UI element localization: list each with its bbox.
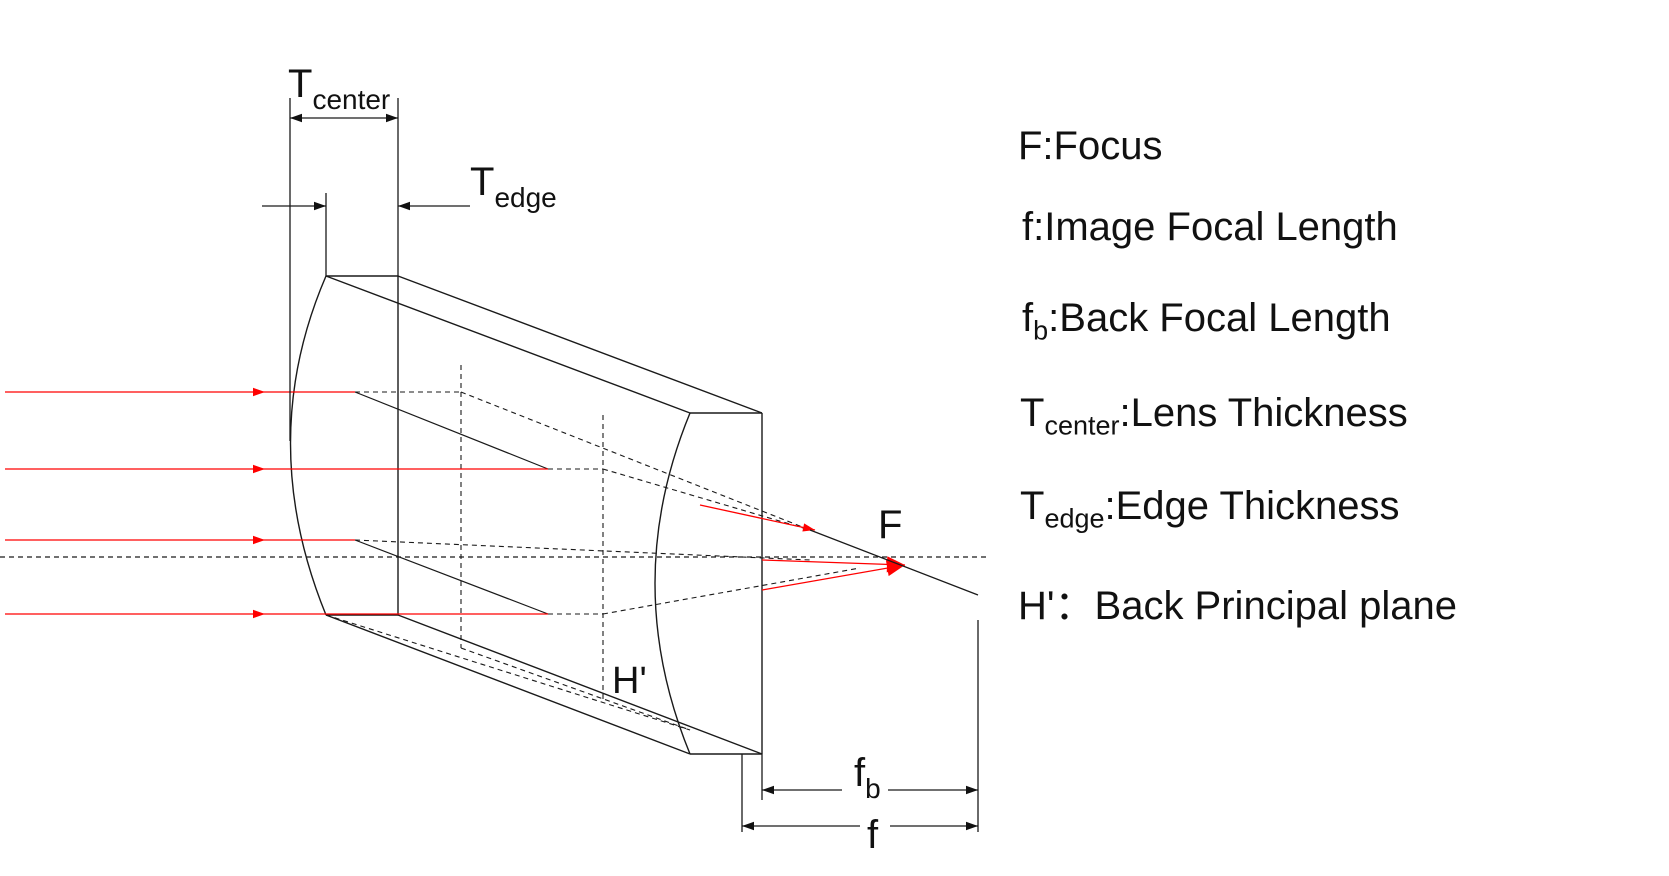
legend-fb-sub: b [1033,315,1049,346]
legend-tedge-sub: edge [1044,503,1105,534]
legend-back-principal-plane-text: H'：Back Principal plane [1018,584,1457,628]
legend-tcenter-main: T [1020,391,1045,435]
focal-dimensions [741,620,979,832]
front-curved-surface [289,275,327,616]
back-curved-surface [654,412,691,755]
legend-tcenter-sub: center [1044,410,1120,441]
top-slant-edge-inner [325,275,691,414]
legend-edge-thickness-text: :Edge Thickness [1104,484,1400,528]
f-label: f [867,813,879,857]
t-edge-label: Tedge [470,160,557,213]
bottom-slant-edge-outer [397,614,763,755]
legend-edge-thickness: Tedge:Edge Thickness [1020,486,1400,533]
legend-focus: F:Focus [1018,126,1162,166]
legend-image-focal-length-text: f:Image Focal Length [1022,205,1398,249]
bottom-slant-edge-inner [325,614,691,755]
legend-tedge-main: T [1020,484,1045,528]
hidden-lines [325,365,861,731]
internal-rays [354,391,549,615]
fb-label: fb [854,751,881,804]
top-slant-edge-outer [397,275,763,414]
focus-label: F [878,503,902,547]
legend-lens-thickness-text: :Lens Thickness [1119,391,1408,435]
incoming-rays [5,387,548,619]
legend-focus-text: F:Focus [1018,124,1163,168]
t-edge-dimension [262,193,470,276]
legend-back-focal-length: fb:Back Focal Length [1022,298,1391,345]
legend-back-focal-length-text: :Back Focal Length [1048,296,1391,340]
t-center-dimension [289,98,399,441]
legend-fb-main: f [1022,296,1034,340]
legend-back-principal-plane: H'：Back Principal plane [1018,586,1457,626]
h-prime-label: H' [612,660,647,702]
focus-line [809,529,979,596]
legend-image-focal-length: f:Image Focal Length [1022,207,1398,247]
legend-lens-thickness: Tcenter:Lens Thickness [1020,393,1408,440]
lens-body [289,275,763,755]
t-center-label: Tcenter [288,62,390,115]
converging-rays [699,504,906,591]
